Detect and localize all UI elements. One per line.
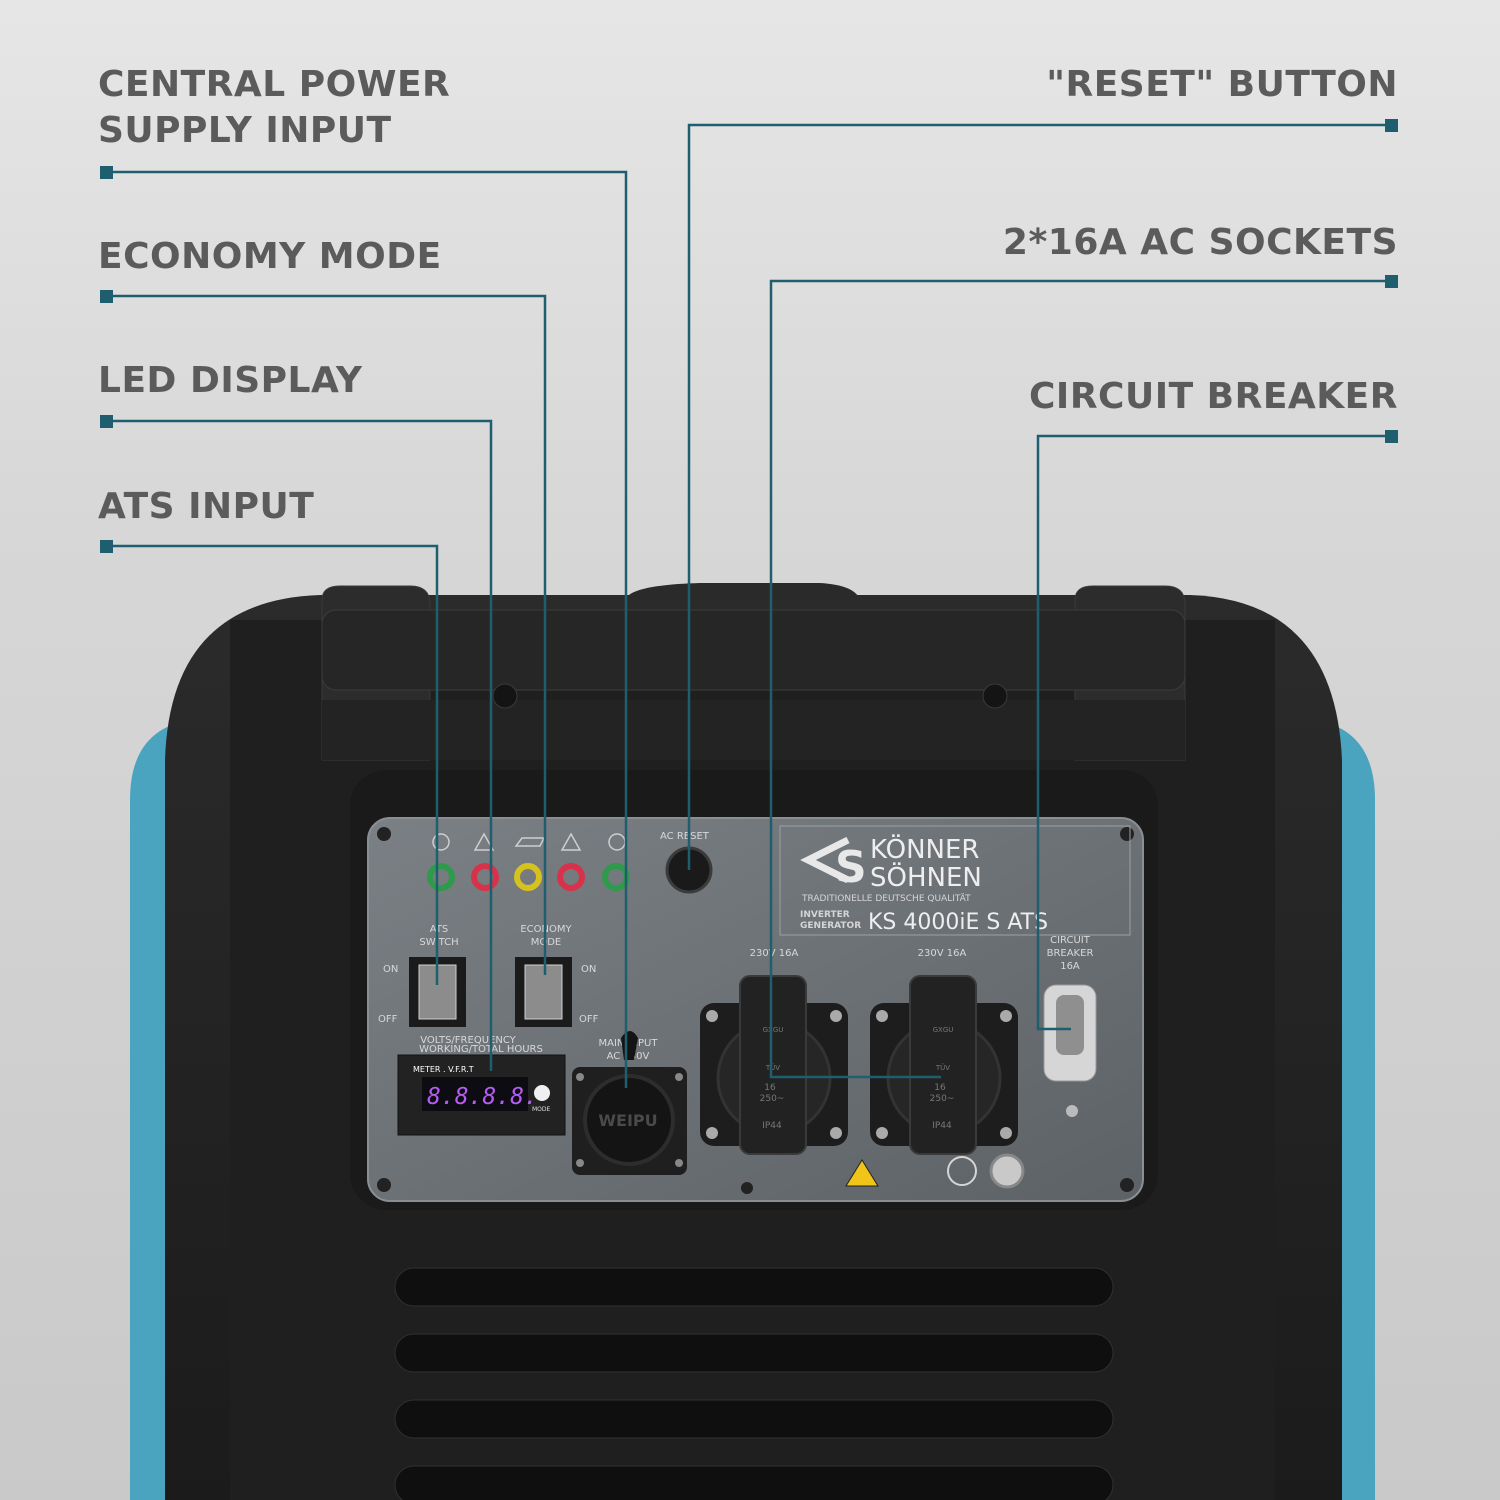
- screw: [982, 683, 1008, 709]
- panel-screw: [1120, 827, 1134, 841]
- brand-tagline: TRADITIONELLE DEUTSCHE QUALITÄT: [801, 893, 971, 904]
- led-warning-red: [471, 863, 499, 891]
- vent-slot: [394, 1465, 1114, 1500]
- socket-2-rating: 230V 16A: [918, 948, 967, 959]
- marker: [100, 290, 113, 303]
- meter-title: METER . V.F.R.T: [413, 1065, 474, 1074]
- screw: [675, 1073, 683, 1081]
- hazard-icon: [845, 1159, 879, 1187]
- led-overload-red: [557, 863, 585, 891]
- ats-switch-label-1: ATS: [430, 924, 449, 935]
- panel-screw: [1120, 1178, 1134, 1192]
- circuit-breaker-button[interactable]: [1056, 995, 1084, 1055]
- carry-handle: [321, 609, 1186, 691]
- ground-icon: [947, 1156, 977, 1186]
- socket-1-brand: GXGU: [763, 1026, 784, 1034]
- socket-2-cert: TÜV: [935, 1063, 950, 1072]
- callout-circuit-breaker: CIRCUIT BREAKER: [1029, 376, 1398, 417]
- handle-recess: [322, 700, 1185, 760]
- socket-1-marking-1: 16: [764, 1083, 776, 1093]
- panel-screw: [377, 1178, 391, 1192]
- vent-slot: [394, 1399, 1114, 1439]
- eco-off-label: OFF: [579, 1014, 599, 1025]
- leader-markers: [100, 119, 1398, 553]
- ground-terminal[interactable]: [989, 1153, 1025, 1189]
- product-type-line-1: INVERTER: [800, 910, 850, 920]
- breaker-label-1: CIRCUIT: [1050, 935, 1091, 946]
- ats-off-label: OFF: [378, 1014, 398, 1025]
- brand-name-bottom: SÖHNEN: [870, 861, 982, 893]
- leader-line-central-power: [106, 170, 628, 1088]
- socket-2-marking-2: 250~: [930, 1094, 955, 1104]
- callout-ac-sockets: 2*16A AC SOCKETS: [1002, 222, 1398, 263]
- ats-on-label: ON: [383, 964, 398, 975]
- model-name: KS 4000iE S ATS: [868, 910, 1048, 935]
- screw: [576, 1159, 584, 1167]
- eco-on-label: ON: [581, 964, 596, 975]
- meter-mode-button[interactable]: [534, 1085, 550, 1101]
- callout-central-power-supply-input: CENTRAL POWER SUPPLY INPUT: [98, 64, 451, 151]
- breaker-label-2: BREAKER: [1047, 948, 1094, 959]
- panel-screw: [741, 1182, 753, 1194]
- socket-2-brand: GXGU: [933, 1026, 954, 1034]
- marker: [100, 540, 113, 553]
- screw: [492, 683, 518, 709]
- breaker-label-3: 16A: [1060, 961, 1080, 972]
- socket-1-rating: 230V 16A: [750, 948, 799, 959]
- meter-digits: 8.8.8.8.: [427, 1084, 538, 1110]
- led-display-screen: [422, 1077, 528, 1111]
- leader-line-economy-mode: [106, 294, 547, 975]
- plug-brand: WEIPU: [598, 1111, 657, 1130]
- main-input-cap[interactable]: [583, 1074, 675, 1166]
- socket-1-cert: TÜV: [765, 1063, 780, 1072]
- callout-led-display: LED DISPLAY: [98, 360, 363, 401]
- meter-caption-1: VOLTS/FREQUENCY: [420, 1035, 516, 1046]
- ac-reset-label: AC RESET: [660, 831, 710, 842]
- led-oil-yellow: [514, 863, 542, 891]
- marker: [100, 415, 113, 428]
- led-ats-green: [427, 863, 455, 891]
- warning-icon: [473, 832, 495, 851]
- brand-frame: [779, 825, 1131, 936]
- marker: [1385, 275, 1398, 288]
- brand-logo: S: [800, 836, 867, 893]
- control-panel: AC RESET S KÖNNER SÖHNEN TRADITIONELLE D…: [367, 817, 1144, 1202]
- leader-line-reset-button: [687, 123, 1392, 870]
- marker: [1385, 430, 1398, 443]
- panel-screw: [377, 827, 391, 841]
- marker: [100, 166, 113, 179]
- screw: [1066, 1105, 1078, 1117]
- leader-line-circuit-breaker: [1036, 434, 1392, 1031]
- leader-line-ac-sockets: [769, 279, 1392, 1079]
- meter-mode-label: MODE: [532, 1106, 551, 1113]
- callout-reset-button: "RESET" BUTTON: [1046, 64, 1398, 105]
- top-knob: [625, 583, 860, 600]
- brand-name-top: KÖNNER: [870, 833, 979, 865]
- svg-text:S: S: [835, 842, 867, 893]
- screw: [675, 1159, 683, 1167]
- vent-slot: [394, 1267, 1114, 1307]
- economy-rocker-switch[interactable]: [524, 964, 563, 1020]
- leader-line-ats-input: [106, 544, 439, 985]
- leader-lines: [106, 123, 1392, 1088]
- product-type-line-2: GENERATOR: [800, 921, 861, 931]
- socket-1-ip: IP44: [762, 1121, 782, 1131]
- ac-socket-2[interactable]: [870, 975, 1018, 1155]
- vent-grille: [394, 1267, 1114, 1500]
- marker: [1385, 119, 1398, 132]
- socket-1-marking-2: 250~: [760, 1094, 785, 1104]
- socket-2-marking-1: 16: [934, 1083, 946, 1093]
- overload-icon: [560, 832, 582, 851]
- callout-economy-mode: ECONOMY MODE: [98, 236, 442, 277]
- meter-caption-2: WORKING/TOTAL HOURS: [419, 1044, 543, 1055]
- vent-slot: [394, 1333, 1114, 1373]
- economy-mode-label-1: ECONOMY: [520, 924, 572, 935]
- callout-ats-input: ATS INPUT: [98, 486, 315, 527]
- screw: [576, 1073, 584, 1081]
- leader-line-led-display: [106, 419, 493, 1071]
- ats-switch-label-2: SWITCH: [419, 937, 458, 948]
- ats-icon: [432, 833, 450, 851]
- socket-2-ip: IP44: [932, 1121, 952, 1131]
